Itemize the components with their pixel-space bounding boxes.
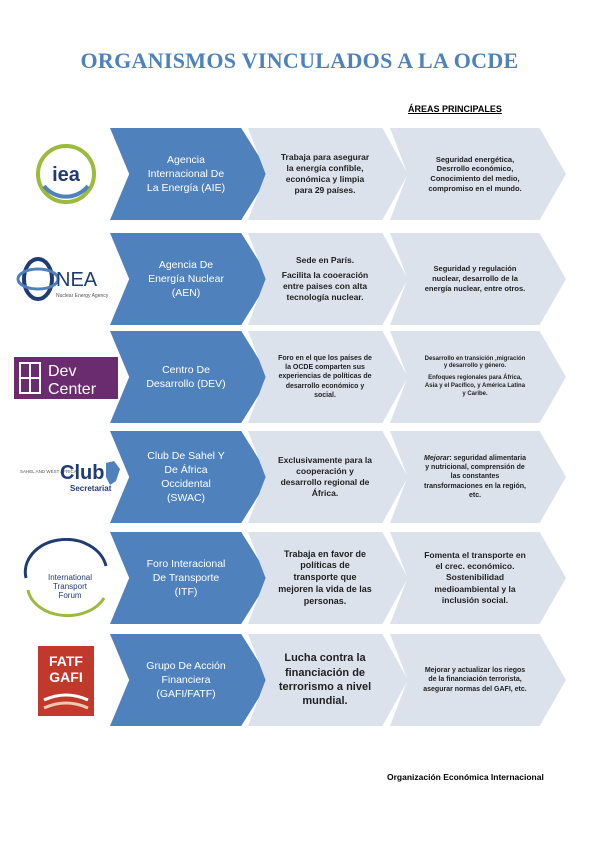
org-description: Foro en el que los países de la OCDE com… — [278, 355, 372, 399]
org-areas-block: Mejorar: seguridad alimentaria y nutrici… — [423, 454, 527, 499]
desc-chevron-aie: Trabaja para asegurar la energía confibl… — [248, 128, 408, 220]
iea-logo: iea — [36, 144, 96, 204]
areas-chevron-aie: Seguridad energética, Desrrollo económic… — [390, 128, 566, 220]
desc-chevron-itf: Trabaja en favor de políticas de transpo… — [248, 532, 408, 624]
org-description-block: Sede en París. Facilita la cooeración en… — [277, 255, 373, 303]
org-areas: Fomenta el transporte en el crec. económ… — [424, 550, 526, 605]
row-itf: International Transport Forum Foro Inter… — [0, 532, 599, 624]
fatf-logo-text-2: GAFI — [49, 669, 82, 685]
row-swac: SAHEL AND WEST AFRICA Club Secretariat C… — [0, 431, 599, 523]
desc-chevron-swac: Exclusivamente para la cooperación y des… — [248, 431, 408, 523]
nea-logo: NEA Nuclear Energy Agency — [16, 257, 109, 301]
nea-logo-text: NEA — [56, 269, 98, 291]
org-description-head: Sede en París. — [295, 254, 355, 265]
org-description: Exclusivamente para la cooperación y des… — [277, 454, 373, 499]
org-chevron-aen: Agencia De Energía Nuclear (AEN) — [110, 233, 270, 325]
org-areas-2: Enfoques regionales para África, Asia y … — [424, 375, 526, 397]
desc-chevron-dev: Foro en el que los países de la OCDE com… — [248, 331, 408, 423]
dev-logo-text-2: Center — [48, 381, 97, 398]
org-areas: Seguridad energética, Desrrollo económic… — [428, 154, 522, 193]
nea-logo-subtext: Nuclear Energy Agency — [56, 293, 109, 299]
org-name: Centro De Desarrollo (DEV) — [146, 363, 226, 390]
org-description: Trabaja en favor de políticas de transpo… — [278, 548, 372, 606]
dev-center-logo: Dev Center — [14, 357, 118, 399]
row-dev: Dev Center Centro De Desarrollo (DEV) Fo… — [0, 331, 599, 423]
itf-logo-text-1: International — [48, 573, 92, 582]
org-areas: : seguridad alimentaria y nutricional, c… — [424, 455, 526, 499]
fatf-logo-text-1: FATF — [49, 653, 83, 669]
areas-chevron-swac: Mejorar: seguridad alimentaria y nutrici… — [390, 431, 566, 523]
org-areas-block: Desarrollo en transición ,migración y de… — [423, 356, 527, 399]
org-description: Facilita la cooeración entre paises con … — [281, 269, 369, 303]
org-name: Grupo De Acción Financiera (GAFI/FATF) — [146, 659, 226, 701]
footer-text: Organización Económica Internacional — [387, 772, 544, 782]
iea-logo-text: iea — [52, 164, 81, 186]
org-name: Agencia Internacional De La Energía (AIE… — [146, 153, 226, 195]
swac-logo: SAHEL AND WEST AFRICA Club Secretariat — [20, 461, 120, 493]
org-chevron-itf: Foro Interacional De Transporte (ITF) — [110, 532, 270, 624]
org-description: Trabaja para asegurar la energía confibl… — [280, 151, 370, 196]
dev-logo-text-1: Dev — [48, 363, 76, 380]
areas-chevron-itf: Fomenta el transporte en el crec. económ… — [390, 532, 566, 624]
desc-chevron-gafi: Lucha contra la financiación de terroris… — [248, 634, 408, 726]
swac-logo-subtext: Secretariat — [70, 484, 112, 493]
row-aen: NEA Nuclear Energy Agency Agencia De Ene… — [0, 233, 599, 325]
org-chevron-aie: Agencia Internacional De La Energía (AIE… — [110, 128, 270, 220]
fatf-gafi-logo: FATF GAFI — [38, 646, 94, 716]
areas-chevron-aen: Seguridad y regulación nuclear, desarrol… — [390, 233, 566, 325]
row-gafi: FATF GAFI Grupo De Acción Financiera (GA… — [0, 634, 599, 726]
org-name: Agencia De Energía Nuclear (AEN) — [148, 258, 224, 300]
swac-logo-text: Club — [60, 462, 104, 484]
org-chevron-swac: Club De Sahel Y De África Occidental (SW… — [110, 431, 270, 523]
row-aie: iea Agencia Internacional De La Energía … — [0, 128, 599, 220]
org-name: Club De Sahel Y De África Occidental (SW… — [147, 449, 225, 505]
page-title: ORGANISMOS VINCULADOS A LA OCDE — [80, 48, 519, 73]
desc-chevron-aen: Sede en París. Facilita la cooeración en… — [248, 233, 408, 325]
itf-logo: International Transport Forum — [23, 538, 108, 618]
org-chevron-dev: Centro De Desarrollo (DEV) — [110, 331, 270, 423]
org-areas: Desarrollo en transición ,migración y de… — [424, 355, 526, 370]
org-areas: Mejorar y actualizar los riegos de la fi… — [423, 667, 527, 693]
swac-logo-small: SAHEL AND WEST AFRICA — [20, 469, 77, 474]
areas-chevron-dev: Desarrollo en transición ,migración y de… — [390, 331, 566, 423]
org-description: Lucha contra la financiación de terroris… — [278, 652, 372, 708]
itf-logo-text-2: Transport — [53, 582, 88, 591]
org-name: Foro Interacional De Transporte (ITF) — [146, 557, 226, 599]
itf-logo-text-3: Forum — [58, 591, 81, 600]
areas-heading: ÁREAS PRINCIPALES — [408, 104, 502, 114]
areas-chevron-gafi: Mejorar y actualizar los riegos de la fi… — [390, 634, 566, 726]
africa-icon — [106, 461, 120, 485]
org-areas-emphasis: Mejorar — [424, 455, 450, 463]
org-chevron-gafi: Grupo De Acción Financiera (GAFI/FATF) — [110, 634, 270, 726]
org-areas: Seguridad y regulación nuclear, desarrol… — [424, 264, 526, 293]
